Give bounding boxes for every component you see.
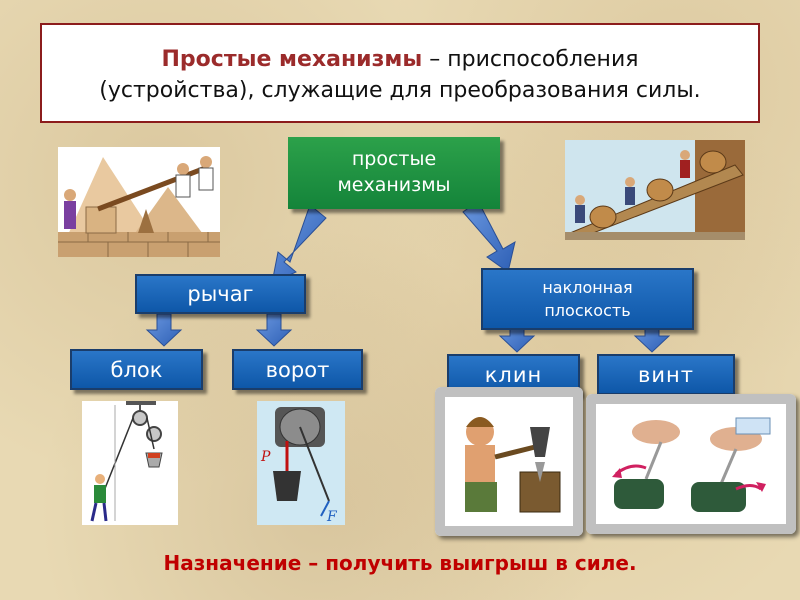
title-definition-part1: – приспособления [422,47,639,72]
inclined-plane-illustration [565,140,745,240]
purpose-statement: Назначение – получить выигрыш в силе. [163,551,637,575]
node-windlass: ворот [232,349,363,390]
wedge-illustration [435,387,583,536]
screw-illustration [586,394,796,534]
inclined-line1: наклонная [542,277,633,297]
arrow-root-to-lever [271,204,327,284]
lever-illustration [58,147,220,257]
node-simple-machines: простые механизмы [288,137,500,209]
inclined-line2: плоскость [544,301,631,320]
node-screw: винт [597,354,735,395]
node-lever: рычаг [135,274,306,314]
block-label: блок [110,357,163,382]
title-term: Простые механизмы [161,47,423,72]
node-inclined-plane: наклонная плоскость [481,268,694,330]
arrow-root-to-inclined [462,200,516,273]
root-line2: механизмы [337,174,451,196]
windlass-label: ворот [265,357,330,382]
arrow-lever-to-block [145,313,183,347]
force-p-label: P [260,449,271,465]
screw-label: винт [638,362,694,387]
wedge-label: клин [484,362,543,387]
force-f-label: F [326,509,338,525]
node-block: блок [70,349,203,390]
lever-label: рычаг [187,282,254,306]
definition-box: Простые механизмы – приспособления (устр… [40,23,760,123]
windlass-illustration: P F [257,401,345,525]
block-pulley-illustration [82,401,178,525]
arrow-lever-to-windlass [255,313,293,347]
title-definition-part2: (устройства), служащие для преобразовани… [99,77,701,103]
root-line1: простые [351,148,437,171]
